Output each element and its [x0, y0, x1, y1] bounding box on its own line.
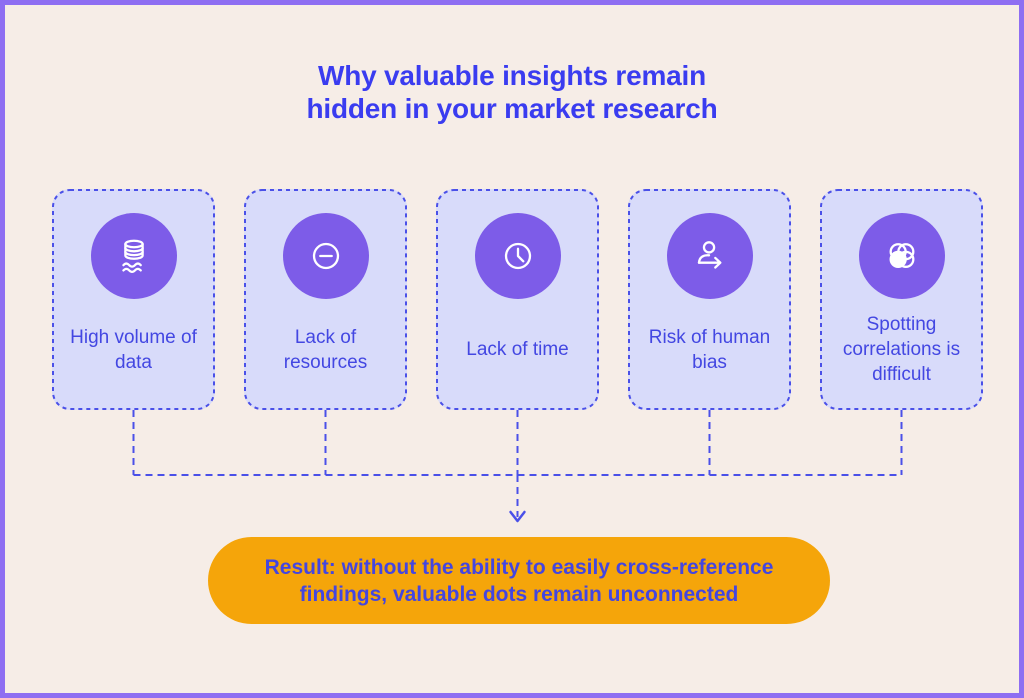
card-label-wrap: Lack of resources: [244, 299, 407, 410]
arrow-down-icon: [509, 510, 526, 523]
card-risk-of-human-bias: Risk of human bias: [628, 189, 791, 410]
card-label-wrap: Lack of time: [456, 299, 578, 410]
page-title-line-2: hidden in your market research: [306, 93, 718, 124]
icon-circle: [90, 213, 177, 299]
icon-circle: [282, 213, 369, 299]
card-spotting-correlations: Spotting correlations is difficult: [820, 189, 983, 410]
icon-circle: [474, 213, 561, 299]
minus-circle-icon: [312, 242, 339, 270]
card-label-wrap: Risk of human bias: [628, 299, 791, 410]
overlapping-circles-icon: [889, 243, 914, 268]
icon-circle: [666, 213, 753, 299]
card-lack-of-time: Lack of time: [436, 189, 599, 410]
card-label: High volume of data: [70, 326, 197, 373]
card-label: Lack of resources: [283, 326, 368, 373]
result-pill: Result: without the ability to easily cr…: [208, 537, 830, 624]
card-label: Risk of human bias: [648, 326, 771, 373]
page-title: Why valuable insights remain hidden in y…: [5, 59, 1019, 125]
card-label: Spotting correlations is difficult: [842, 314, 961, 385]
icon-circle: [858, 213, 945, 299]
card-high-volume-of-data: High volume of data: [52, 189, 215, 410]
card-label-wrap: High volume of data: [52, 299, 215, 410]
card-label: Lack of time: [466, 339, 569, 360]
person-arrow-icon: [697, 241, 721, 269]
result-text-line-2: findings, valuable dots remain unconnect…: [299, 582, 739, 606]
connector-lines: [132, 410, 903, 523]
result-text-line-1: Result: without the ability to easily cr…: [264, 555, 774, 579]
card-label-wrap: Spotting correlations is difficult: [820, 299, 983, 410]
page-title-line-1: Why valuable insights remain: [317, 60, 707, 91]
clock-icon: [504, 242, 531, 270]
result-text: Result: without the ability to easily cr…: [265, 554, 774, 608]
database-waves-icon: [121, 239, 144, 274]
card-lack-of-resources: Lack of resources: [244, 189, 407, 410]
